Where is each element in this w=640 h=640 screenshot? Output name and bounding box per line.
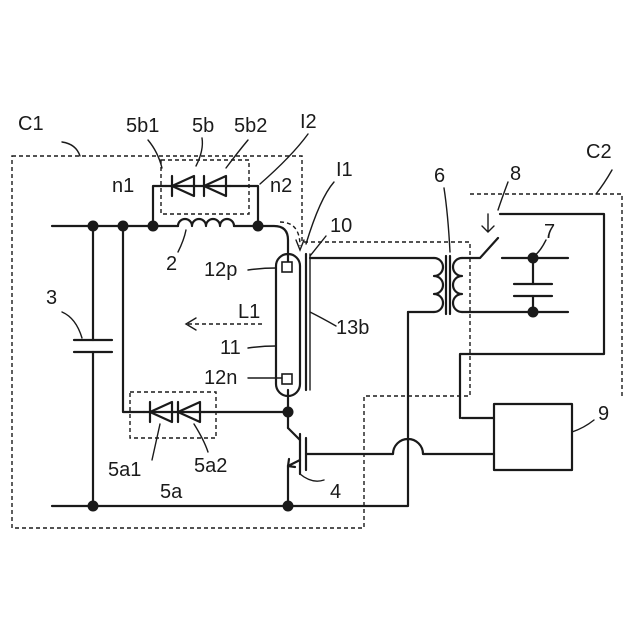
label-5a2: 5a2 (194, 455, 227, 477)
label-8: 8 (510, 163, 521, 185)
leader-lines (62, 134, 612, 481)
transformer-6-primary (434, 258, 443, 312)
capacitor-3 (74, 340, 112, 352)
control-circuit-9 (494, 404, 572, 470)
transformer-6-core (446, 256, 450, 314)
label-2: 2 (166, 253, 177, 275)
label-5b2: 5b2 (234, 115, 267, 137)
label-i2: I2 (300, 111, 317, 133)
label-l1: L1 (238, 301, 260, 323)
inductor-2 (178, 219, 234, 226)
label-c1: C1 (18, 113, 44, 135)
capacitor-7 (514, 284, 552, 296)
transistor-4 (288, 428, 306, 474)
diode-5b2 (196, 176, 230, 196)
label-7: 7 (544, 221, 555, 243)
label-6: 6 (434, 165, 445, 187)
label-13b: 13b (336, 317, 369, 339)
label-11: 11 (220, 337, 241, 359)
wire-5b-loop (153, 186, 258, 226)
label-n2: n2 (270, 175, 292, 197)
label-3: 3 (46, 287, 57, 309)
label-4: 4 (330, 481, 341, 503)
label-10: 10 (330, 215, 352, 237)
wire-primary (310, 258, 434, 312)
label-5b: 5b (192, 115, 214, 137)
wire-base-to-9 (306, 439, 494, 454)
diode-5a2 (174, 402, 204, 422)
label-5a: 5a (160, 481, 183, 503)
label-12p: 12p (204, 259, 237, 281)
label-c2: C2 (586, 141, 612, 163)
transformer-6-secondary (453, 258, 462, 312)
label-9: 9 (598, 403, 609, 425)
diode-5b1 (166, 176, 196, 196)
switch-8 (482, 214, 494, 232)
electrode-12p (282, 262, 292, 272)
label-5b1: 5b1 (126, 115, 159, 137)
wire-secondary (462, 238, 568, 312)
label-12n: 12n (204, 367, 237, 389)
labels: C1 C2 n1 5b1 5b 5b2 I2 n2 I1 10 6 8 7 2 … (18, 111, 612, 503)
electrode-12n (282, 374, 292, 384)
label-i1: I1 (336, 159, 353, 181)
label-5a1: 5a1 (108, 459, 141, 481)
label-n1: n1 (112, 175, 134, 197)
junction-dots (88, 221, 539, 512)
diode-5a1 (144, 402, 174, 422)
region-c1-boundary (12, 156, 470, 528)
